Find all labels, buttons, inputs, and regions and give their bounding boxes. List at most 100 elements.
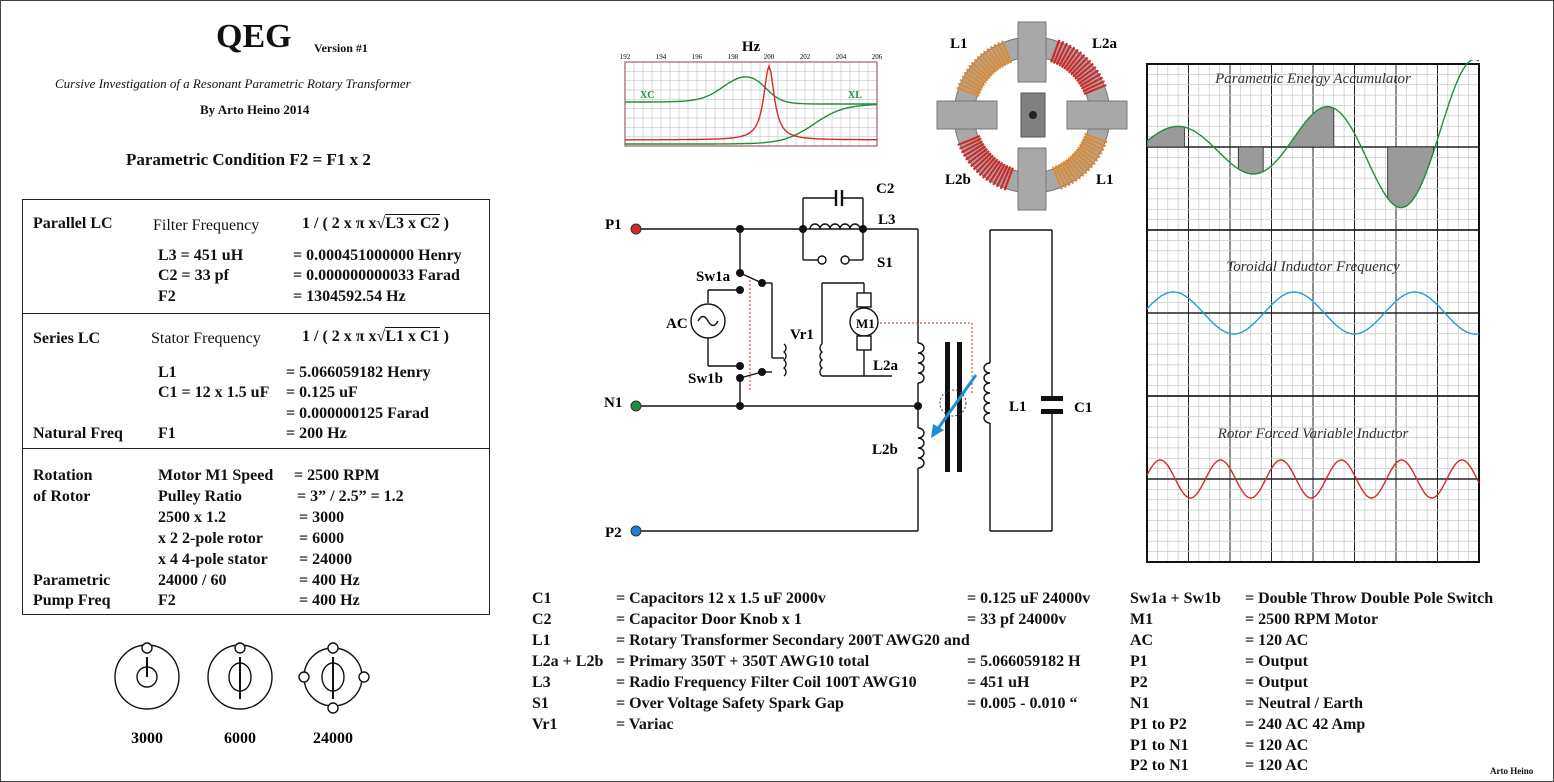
coil-winding xyxy=(970,150,990,168)
panel-title-energy: Parametric Energy Accumulator xyxy=(1214,71,1411,87)
waveform-panels: Parametric Energy Accumulator Toroidal I… xyxy=(1146,60,1480,563)
parallel-row-value: = 0.000000000033 Farad xyxy=(293,267,460,284)
legend-desc: = 120 AC xyxy=(1245,737,1309,754)
coil-winding xyxy=(988,161,1004,184)
legend-desc: = Capacitor Door Knob x 1 xyxy=(616,611,802,628)
panel-title-toroidal: Toroidal Inductor Frequency xyxy=(1226,259,1400,275)
stator-coils xyxy=(956,39,1108,191)
rotor-icons: 3000 6000 24000 xyxy=(114,642,370,747)
energy-fill xyxy=(1287,106,1335,148)
mechanical-links xyxy=(749,280,973,393)
l1-label: L1 xyxy=(1009,399,1027,415)
sw1a-label: Sw1a xyxy=(696,269,731,285)
coil-winding xyxy=(961,75,984,89)
credit-label: Arto Heino xyxy=(1490,766,1534,776)
legend-key: P1 to N1 xyxy=(1130,737,1189,754)
energy-accumulator-wave xyxy=(1146,60,1480,209)
p1-label: P1 xyxy=(605,217,622,233)
series-row-value: = 5.066059182 Henry xyxy=(286,364,431,381)
natural-freq-label: Natural Freq xyxy=(33,425,123,442)
hz-tick-label: 204 xyxy=(836,53,847,61)
series-row-value: = 0.000000125 Farad xyxy=(286,405,429,422)
rotation-row-value: = 400 Hz xyxy=(299,572,360,589)
hz-chart-title: Hz xyxy=(742,39,761,55)
p2-terminal xyxy=(630,525,642,537)
legend-key: P2 to N1 xyxy=(1130,757,1189,774)
legend-desc: = Output xyxy=(1245,653,1308,670)
coil-winding xyxy=(1001,40,1013,64)
coil-winding xyxy=(1079,72,1102,88)
parallel-row-name: F2 xyxy=(158,288,176,305)
rotation-row-value: = 24000 xyxy=(299,551,353,568)
series-row-value: = 0.125 uF xyxy=(286,384,358,401)
coil-winding xyxy=(1071,153,1091,172)
c1-label: C1 xyxy=(1074,400,1092,416)
rotation-row-name: 24000 / 60 xyxy=(158,572,227,589)
stator-ring-diagram: L1 L2a L2b L1 xyxy=(936,21,1128,211)
c1-capacitor xyxy=(1041,396,1063,414)
coil-winding xyxy=(1083,84,1107,96)
legend-value: = 451 uH xyxy=(967,674,1030,691)
c2-label: C2 xyxy=(876,181,894,197)
coil-winding xyxy=(981,158,999,179)
coil-winding xyxy=(957,82,981,95)
parallel-lc-box: Parallel LC Filter Frequency 1 / ( 2 x π… xyxy=(22,199,490,314)
junction-dots xyxy=(736,225,922,410)
rotation-row-value: = 2500 RPM xyxy=(294,467,380,484)
rotation-row-value: = 6000 xyxy=(299,530,345,547)
filter-frequency-label: Filter Frequency xyxy=(153,217,260,234)
legend-value: = 0.125 uF 24000v xyxy=(967,590,1091,607)
hz-tick-label: 202 xyxy=(800,53,811,61)
coil-winding xyxy=(1082,80,1105,93)
rotation-row-name: x 4 4-pole stator xyxy=(158,551,268,568)
coil-winding xyxy=(1076,65,1097,83)
coil-winding xyxy=(976,55,995,75)
coil-winding xyxy=(1060,46,1076,69)
coil-winding xyxy=(1074,62,1094,80)
legend-row: C1 xyxy=(532,590,552,608)
legend-value: = 0.005 - 0.010 “ xyxy=(967,695,1078,712)
xc-label: XC xyxy=(640,90,654,101)
toroidal-frequency-wave xyxy=(1146,291,1480,335)
hz-tick-label: 194 xyxy=(656,53,667,61)
rotation-row-name: Motor M1 Speed xyxy=(158,467,274,484)
coil-winding xyxy=(999,166,1012,190)
coil-winding xyxy=(1072,59,1092,78)
rotation-row-value: = 3000 xyxy=(299,509,345,526)
coil-winding xyxy=(1077,69,1099,85)
hz-tick-label: 198 xyxy=(728,53,739,61)
coil-winding xyxy=(1057,163,1071,187)
legend-key: Vr1 xyxy=(532,716,558,733)
stator-label-l2b: L2b xyxy=(945,172,971,188)
l2a-label: L2a xyxy=(873,358,899,374)
energy-fill xyxy=(1387,146,1434,208)
stator-frequency-label: Stator Frequency xyxy=(151,330,261,347)
coil-winding xyxy=(1067,157,1085,177)
legend-desc: = Over Voltage Safety Spark Gap xyxy=(616,695,844,712)
coil-winding xyxy=(1059,162,1075,185)
filter-formula-prefix: 1 / ( 2 x π x xyxy=(302,215,377,232)
coil-winding xyxy=(1075,148,1096,166)
hz-tick-label: 196 xyxy=(692,53,703,61)
rotation-box: Rotation of Rotor Parametric Pump Freq M… xyxy=(22,448,490,615)
stator-formula-suffix: ) xyxy=(443,328,449,345)
legend-desc: = 120 AC xyxy=(1245,757,1309,774)
legend-key: N1 xyxy=(1130,695,1150,712)
coil-winding xyxy=(1067,53,1086,74)
stator-rotor-icon xyxy=(298,642,370,714)
coil-winding xyxy=(1058,44,1072,67)
series-lc-heading: Series LC xyxy=(33,330,101,347)
legend-desc: = Variac xyxy=(616,716,674,733)
page-title: QEG xyxy=(216,18,292,55)
coil-winding xyxy=(995,164,1009,188)
legend-key: L1 xyxy=(532,632,551,649)
coil-winding xyxy=(967,147,988,165)
coil-winding xyxy=(1069,155,1088,175)
coil-winding xyxy=(965,145,987,161)
hz-tick-label: 192 xyxy=(620,53,631,61)
legend-key: L3 xyxy=(532,674,551,691)
stator-label-l1-top: L1 xyxy=(950,36,968,52)
coil-winding xyxy=(1080,76,1104,90)
legend-desc: = Capacitors 12 x 1.5 uF 2000v xyxy=(616,590,826,607)
